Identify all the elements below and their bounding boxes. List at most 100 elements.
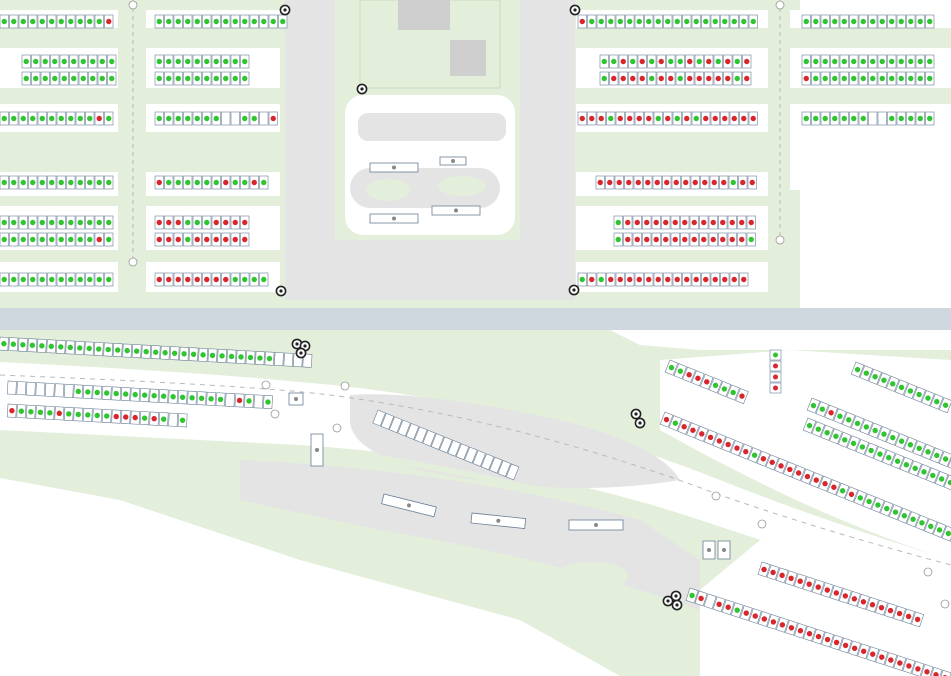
stall-status-dot[interactable]	[156, 276, 162, 283]
parking-stall[interactable]	[253, 394, 264, 409]
info-marker-icon[interactable]	[128, 257, 138, 267]
stall-status-dot[interactable]	[77, 18, 83, 25]
stall-status-dot[interactable]	[894, 458, 901, 465]
stall-status-dot[interactable]	[806, 422, 813, 429]
stall-status-dot[interactable]	[701, 236, 707, 243]
stall-status-dot[interactable]	[822, 58, 828, 65]
stall-status-dot[interactable]	[58, 236, 64, 243]
stall-status-dot[interactable]	[933, 671, 940, 676]
stall-status-dot[interactable]	[20, 18, 26, 25]
stall-status-dot[interactable]	[11, 179, 17, 186]
stall-status-dot[interactable]	[615, 219, 621, 226]
stall-status-dot[interactable]	[819, 406, 826, 413]
stall-status-dot[interactable]	[696, 75, 702, 82]
stall-status-dot[interactable]	[198, 395, 205, 402]
stall-status-dot[interactable]	[20, 276, 26, 283]
stall-status-dot[interactable]	[166, 115, 172, 122]
stall-status-dot[interactable]	[175, 115, 181, 122]
stall-status-dot[interactable]	[734, 58, 740, 65]
stall-status-dot[interactable]	[627, 18, 633, 25]
stall-status-dot[interactable]	[654, 179, 660, 186]
stall-status-dot[interactable]	[105, 346, 111, 353]
stall-status-dot[interactable]	[905, 663, 912, 670]
parking-stall[interactable]	[947, 454, 951, 471]
stall-status-dot[interactable]	[223, 58, 229, 65]
stall-status-dot[interactable]	[687, 75, 693, 82]
stall-status-dot[interactable]	[156, 179, 162, 186]
stall-status-dot[interactable]	[68, 236, 74, 243]
stall-status-dot[interactable]	[824, 429, 831, 436]
stall-status-dot[interactable]	[851, 595, 858, 602]
parking-stall[interactable]	[372, 409, 386, 427]
parking-stall[interactable]	[54, 383, 65, 398]
stall-status-dot[interactable]	[11, 219, 17, 226]
stall-status-dot[interactable]	[223, 236, 229, 243]
stall-status-dot[interactable]	[795, 469, 802, 476]
stall-status-dot[interactable]	[842, 593, 849, 600]
stall-status-dot[interactable]	[160, 416, 167, 422]
stall-status-dot[interactable]	[729, 219, 735, 226]
stall-status-dot[interactable]	[668, 75, 674, 82]
stall-status-dot[interactable]	[880, 377, 887, 384]
parking-sign-icon[interactable]	[702, 540, 716, 560]
parking-stall[interactable]	[274, 352, 284, 367]
info-marker-icon[interactable]	[940, 599, 950, 609]
stall-status-dot[interactable]	[242, 115, 248, 122]
stall-status-dot[interactable]	[770, 569, 777, 576]
stall-status-dot[interactable]	[712, 18, 718, 25]
stall-status-dot[interactable]	[824, 587, 831, 594]
stall-status-dot[interactable]	[649, 58, 655, 65]
stall-status-dot[interactable]	[85, 389, 91, 395]
stall-status-dot[interactable]	[761, 566, 768, 573]
stall-status-dot[interactable]	[194, 58, 200, 65]
parking-stall[interactable]	[35, 382, 46, 397]
stall-status-dot[interactable]	[232, 219, 238, 226]
stall-status-dot[interactable]	[77, 179, 83, 186]
stall-status-dot[interactable]	[917, 18, 923, 25]
stall-status-dot[interactable]	[692, 179, 698, 186]
stall-status-dot[interactable]	[869, 651, 876, 658]
stall-status-dot[interactable]	[779, 572, 786, 579]
stall-status-dot[interactable]	[703, 18, 709, 25]
stall-status-dot[interactable]	[261, 179, 267, 186]
stall-status-dot[interactable]	[832, 433, 839, 440]
stall-status-dot[interactable]	[649, 75, 655, 82]
parking-stall[interactable]	[283, 352, 294, 367]
stall-status-dot[interactable]	[715, 75, 721, 82]
stall-status-dot[interactable]	[665, 18, 671, 25]
stall-status-dot[interactable]	[889, 58, 895, 65]
stall-status-dot[interactable]	[655, 18, 661, 25]
stall-status-dot[interactable]	[20, 342, 26, 348]
stall-status-dot[interactable]	[810, 402, 817, 409]
stall-status-dot[interactable]	[242, 75, 248, 82]
stall-status-dot[interactable]	[61, 58, 67, 65]
stall-status-dot[interactable]	[839, 487, 846, 494]
stall-status-dot[interactable]	[156, 236, 162, 243]
stall-status-dot[interactable]	[674, 18, 680, 25]
stall-status-dot[interactable]	[42, 75, 48, 82]
stall-status-dot[interactable]	[77, 236, 83, 243]
stall-status-dot[interactable]	[33, 58, 39, 65]
stall-status-dot[interactable]	[194, 75, 200, 82]
stall-status-dot[interactable]	[927, 75, 933, 82]
stall-status-dot[interactable]	[96, 115, 102, 122]
stall-status-dot[interactable]	[741, 276, 747, 283]
stall-status-dot[interactable]	[878, 604, 885, 611]
stall-status-dot[interactable]	[68, 18, 74, 25]
stall-status-dot[interactable]	[698, 430, 705, 437]
stall-status-dot[interactable]	[171, 350, 178, 356]
stall-status-dot[interactable]	[646, 115, 652, 122]
parking-sign-icon[interactable]	[470, 512, 527, 530]
stall-status-dot[interactable]	[251, 18, 257, 25]
stall-status-dot[interactable]	[58, 219, 64, 226]
stall-status-dot[interactable]	[927, 18, 933, 25]
parking-sign-icon[interactable]	[717, 540, 731, 560]
stall-status-dot[interactable]	[674, 276, 680, 283]
stall-status-dot[interactable]	[730, 389, 737, 396]
stall-status-dot[interactable]	[806, 581, 813, 588]
stall-status-dot[interactable]	[929, 472, 936, 479]
stall-status-dot[interactable]	[185, 276, 191, 283]
stall-status-dot[interactable]	[721, 179, 727, 186]
stall-status-dot[interactable]	[729, 236, 735, 243]
